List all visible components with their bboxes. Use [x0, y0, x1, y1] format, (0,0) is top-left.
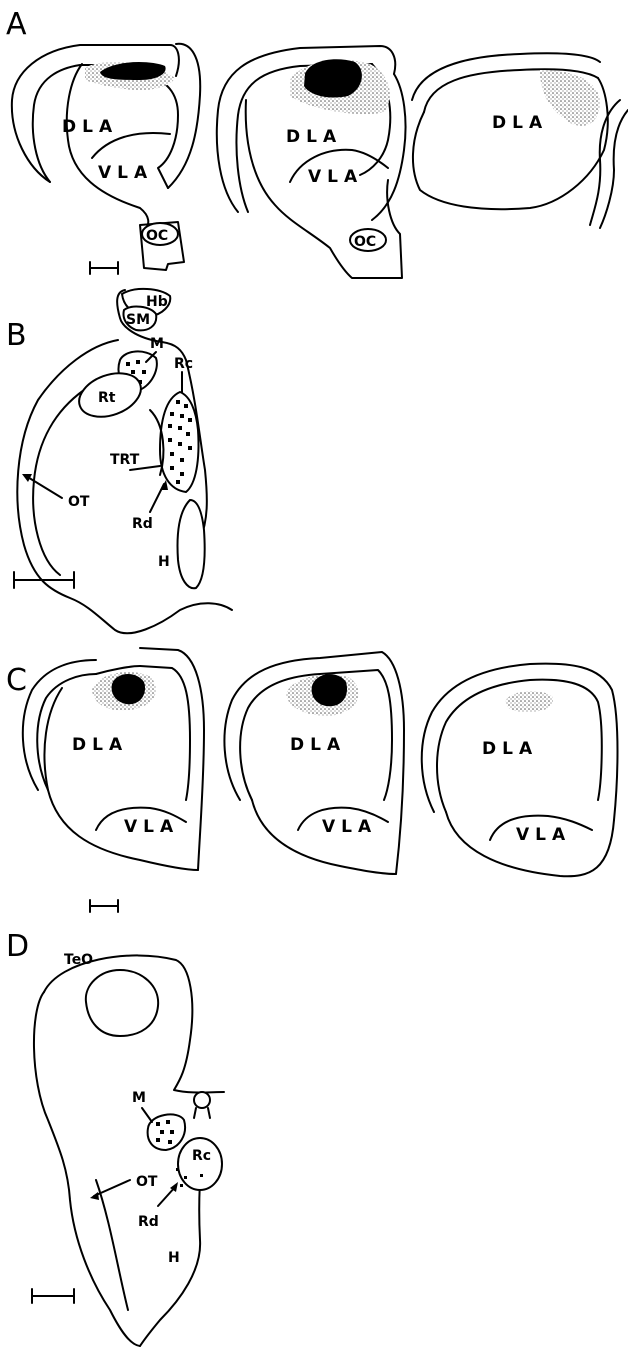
small-structure-circle — [194, 1092, 210, 1108]
structure-label-h: H — [168, 1250, 180, 1266]
structure-label-sm: SM — [126, 312, 150, 328]
scale-bar — [32, 1289, 74, 1303]
structure-label-m: M — [150, 336, 164, 352]
panel-c-section-3: DLA VLA — [422, 664, 618, 877]
region-label-dla: DLA — [286, 127, 342, 147]
structure-label-trt: TRT — [110, 452, 140, 468]
panel-c-section-2: DLA VLA — [224, 652, 404, 874]
structure-label-h: H — [158, 554, 170, 570]
lateral-tract-contour-2 — [600, 110, 628, 228]
structure-label-m: M — [132, 1090, 146, 1106]
region-label-dla: DLA — [492, 113, 548, 133]
structure-label-rd: Rd — [132, 516, 153, 532]
injection-site — [312, 674, 347, 706]
region-label-dla: DLA — [62, 117, 118, 137]
region-label-vla: VLA — [322, 817, 377, 837]
region-label-dla: DLA — [290, 735, 346, 755]
dorsal-rim-contour — [168, 44, 200, 188]
structure-label-hb: Hb — [146, 294, 168, 310]
panel-b-label: B — [6, 318, 27, 353]
panel-a-section-3: DLA — [412, 53, 628, 228]
arrowhead-ot — [90, 1192, 99, 1200]
structure-label-ot: OT — [68, 494, 90, 510]
optic-tract-outer-contour — [23, 660, 96, 790]
region-label-vla: VLA — [308, 167, 363, 187]
region-label-oc: OC — [146, 228, 168, 244]
structure-label-rd: Rd — [138, 1214, 159, 1230]
hypothalamus-outline — [178, 500, 205, 588]
optic-tract-contour — [33, 390, 84, 575]
panel-a-label: A — [6, 7, 27, 42]
optic-tract-contour — [96, 1180, 128, 1310]
structure-label-rc: Rc — [192, 1148, 211, 1164]
stippled-zone — [506, 691, 553, 712]
section-outline — [252, 800, 396, 874]
panel-d: D TeO M Rc OT — [6, 929, 224, 1346]
arrow-ot — [26, 476, 62, 498]
nucleus-rc-outline — [178, 1138, 222, 1190]
structure-label-teo: TeO — [64, 952, 93, 968]
structure-label-rt: Rt — [98, 390, 116, 406]
panel-c: C DLA VLA — [6, 648, 618, 912]
region-label-vla: VLA — [124, 817, 179, 837]
scale-bar — [90, 900, 118, 912]
panel-a-section-2: DLA VLA OC — [217, 46, 406, 278]
region-label-vla: VLA — [98, 163, 153, 183]
structure-label-ot: OT — [136, 1174, 158, 1190]
small-structure-stalk — [194, 1108, 210, 1118]
panel-d-label: D — [6, 929, 29, 964]
injection-site — [304, 59, 362, 97]
arrow-m — [142, 1108, 152, 1122]
region-label-oc: OC — [354, 234, 376, 250]
panel-c-section-1: DLA VLA — [23, 648, 204, 912]
scale-bar — [90, 262, 118, 274]
label-dot-rc — [200, 1174, 203, 1177]
region-label-dla: DLA — [72, 735, 128, 755]
panel-a: A DLA VLA OC — [6, 7, 628, 278]
panel-a-section-1: DLA VLA OC — [12, 44, 200, 274]
scale-bar — [14, 572, 74, 588]
nucleus-m-outline — [148, 1114, 185, 1150]
region-label-dla: DLA — [482, 739, 538, 759]
region-label-vla: VLA — [516, 825, 571, 845]
section-outline — [44, 688, 198, 870]
structure-label-rc: Rc — [174, 356, 193, 372]
panel-b: B Hb SM M Rc Rt — [6, 289, 232, 633]
arrowhead-rd — [160, 480, 168, 490]
stippled-zone — [540, 70, 600, 126]
teo-ventricle-outline — [86, 970, 158, 1036]
panel-c-label: C — [6, 663, 27, 698]
